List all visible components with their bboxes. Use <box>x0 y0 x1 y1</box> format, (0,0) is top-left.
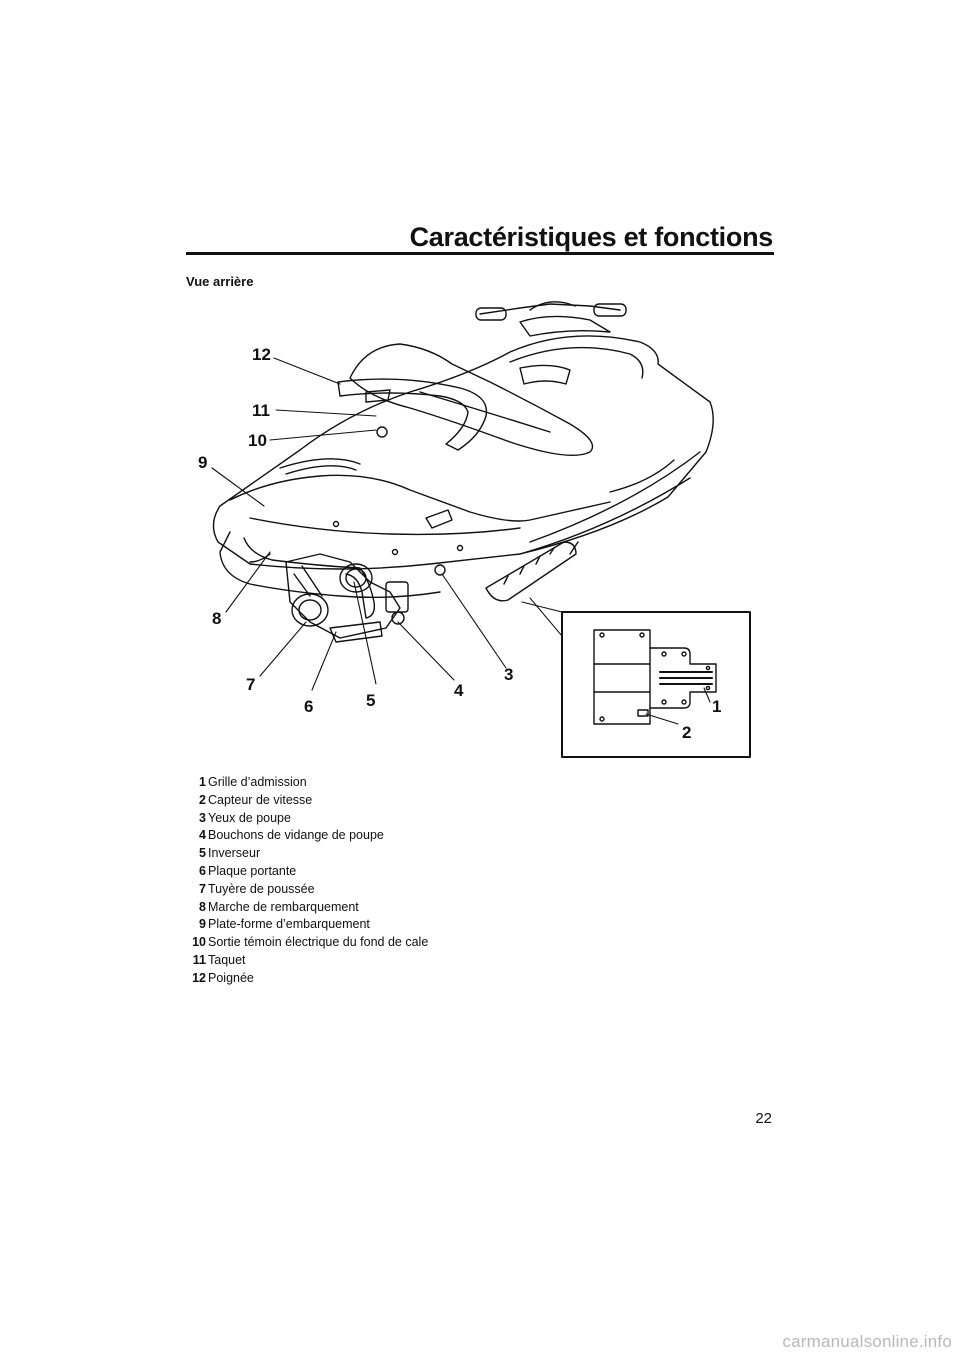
watermark-text: carmanualsonline.info <box>782 1332 952 1351</box>
callout-9: 9 <box>198 453 207 472</box>
handlebar-drawing <box>475 301 627 337</box>
title-rule <box>186 252 774 255</box>
callout-2: 2 <box>682 723 691 742</box>
callout-1: 1 <box>712 697 721 716</box>
callout-5: 5 <box>366 691 375 710</box>
section-heading: Vue arrière <box>186 274 254 289</box>
page-number: 22 <box>755 1110 772 1127</box>
watercraft-rear-view-illustration: 12 11 10 9 8 7 6 5 4 3 1 2 <box>190 292 760 762</box>
callout-3: 3 <box>504 665 513 684</box>
inset-detail-box <box>561 611 751 758</box>
callout-8: 8 <box>212 609 221 628</box>
callout-7: 7 <box>246 675 255 694</box>
leader-lines <box>211 357 711 725</box>
callout-10: 10 <box>248 431 267 450</box>
hull-drawing <box>212 335 714 570</box>
inset-pointer-line <box>521 601 563 613</box>
page-title: Caractéristiques et fonctions <box>409 222 774 252</box>
callout-4: 4 <box>454 681 464 700</box>
sponson-drawing <box>485 541 579 602</box>
stern-drawing <box>219 531 464 643</box>
callout-12: 12 <box>252 345 271 364</box>
callout-6: 6 <box>304 697 313 716</box>
callout-11: 11 <box>252 401 270 420</box>
inset-pointer-line-2 <box>529 597 563 637</box>
